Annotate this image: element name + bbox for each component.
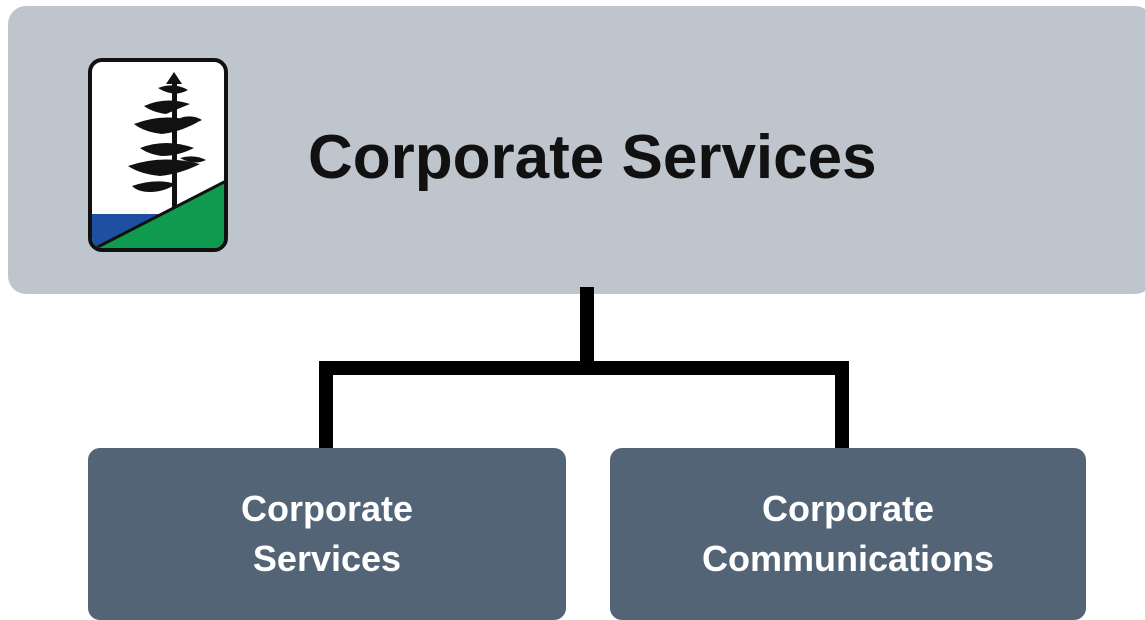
node-corporate-services[interactable]: Corporate Services [88, 448, 566, 620]
node-label-line1: Corporate [240, 488, 414, 529]
node-label-line2: Services [252, 538, 402, 579]
node-corporate-communications[interactable]: Corporate Communications [610, 448, 1086, 620]
page-title: Corporate Services [308, 123, 877, 192]
node-label-line1: Corporate [761, 488, 935, 529]
pine-tree-logo-icon [88, 58, 228, 252]
node-label-line2: Communications [701, 538, 995, 579]
